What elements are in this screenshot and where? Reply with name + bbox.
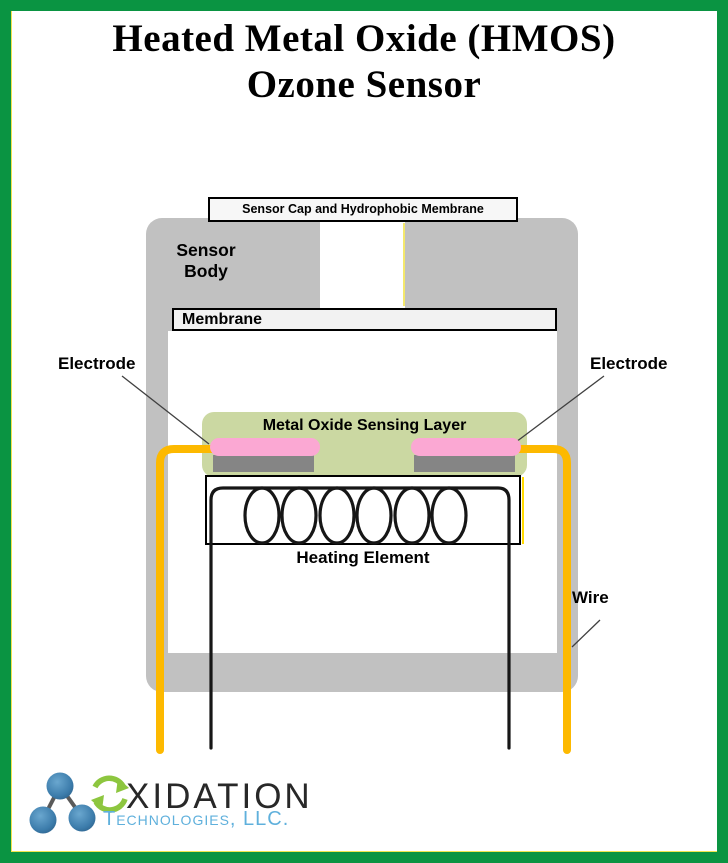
sensor-cap-opening: [320, 218, 405, 310]
ozone-molecule-icon: [29, 772, 96, 834]
recycle-o-icon: [91, 775, 129, 813]
membrane-bar: Membrane: [172, 308, 557, 331]
sensor-cap-label-box: Sensor Cap and Hydrophobic Membrane: [208, 197, 518, 222]
electrode-left: [210, 438, 320, 456]
sensor-body-label: Sensor Body: [176, 240, 236, 281]
membrane-label: Membrane: [182, 311, 263, 328]
page-title: Heated Metal Oxide (HMOS) Ozone Sensor: [11, 16, 717, 107]
contact-pad-right: [414, 455, 515, 472]
heating-element-label: Heating Element: [296, 548, 430, 567]
electrode-label-left: Electrode: [58, 354, 136, 373]
electrode-label-right: Electrode: [590, 354, 668, 373]
logo-icon: [29, 772, 129, 834]
page-title-line1: Heated Metal Oxide (HMOS): [112, 17, 616, 60]
electrode-right: [411, 438, 521, 456]
logo-wordmark: XIDATION: [126, 777, 313, 816]
page-title-line2: Ozone Sensor: [246, 62, 482, 106]
logo-subtitle: Technologies, LLC.: [103, 808, 290, 830]
contact-pad-left: [213, 455, 314, 472]
wire-label: Wire: [572, 588, 609, 607]
heating-element-box: [205, 475, 521, 545]
sensor-cap-label: Sensor Cap and Hydrophobic Membrane: [242, 202, 484, 216]
sensing-layer-label: Metal Oxide Sensing Layer: [262, 417, 467, 434]
